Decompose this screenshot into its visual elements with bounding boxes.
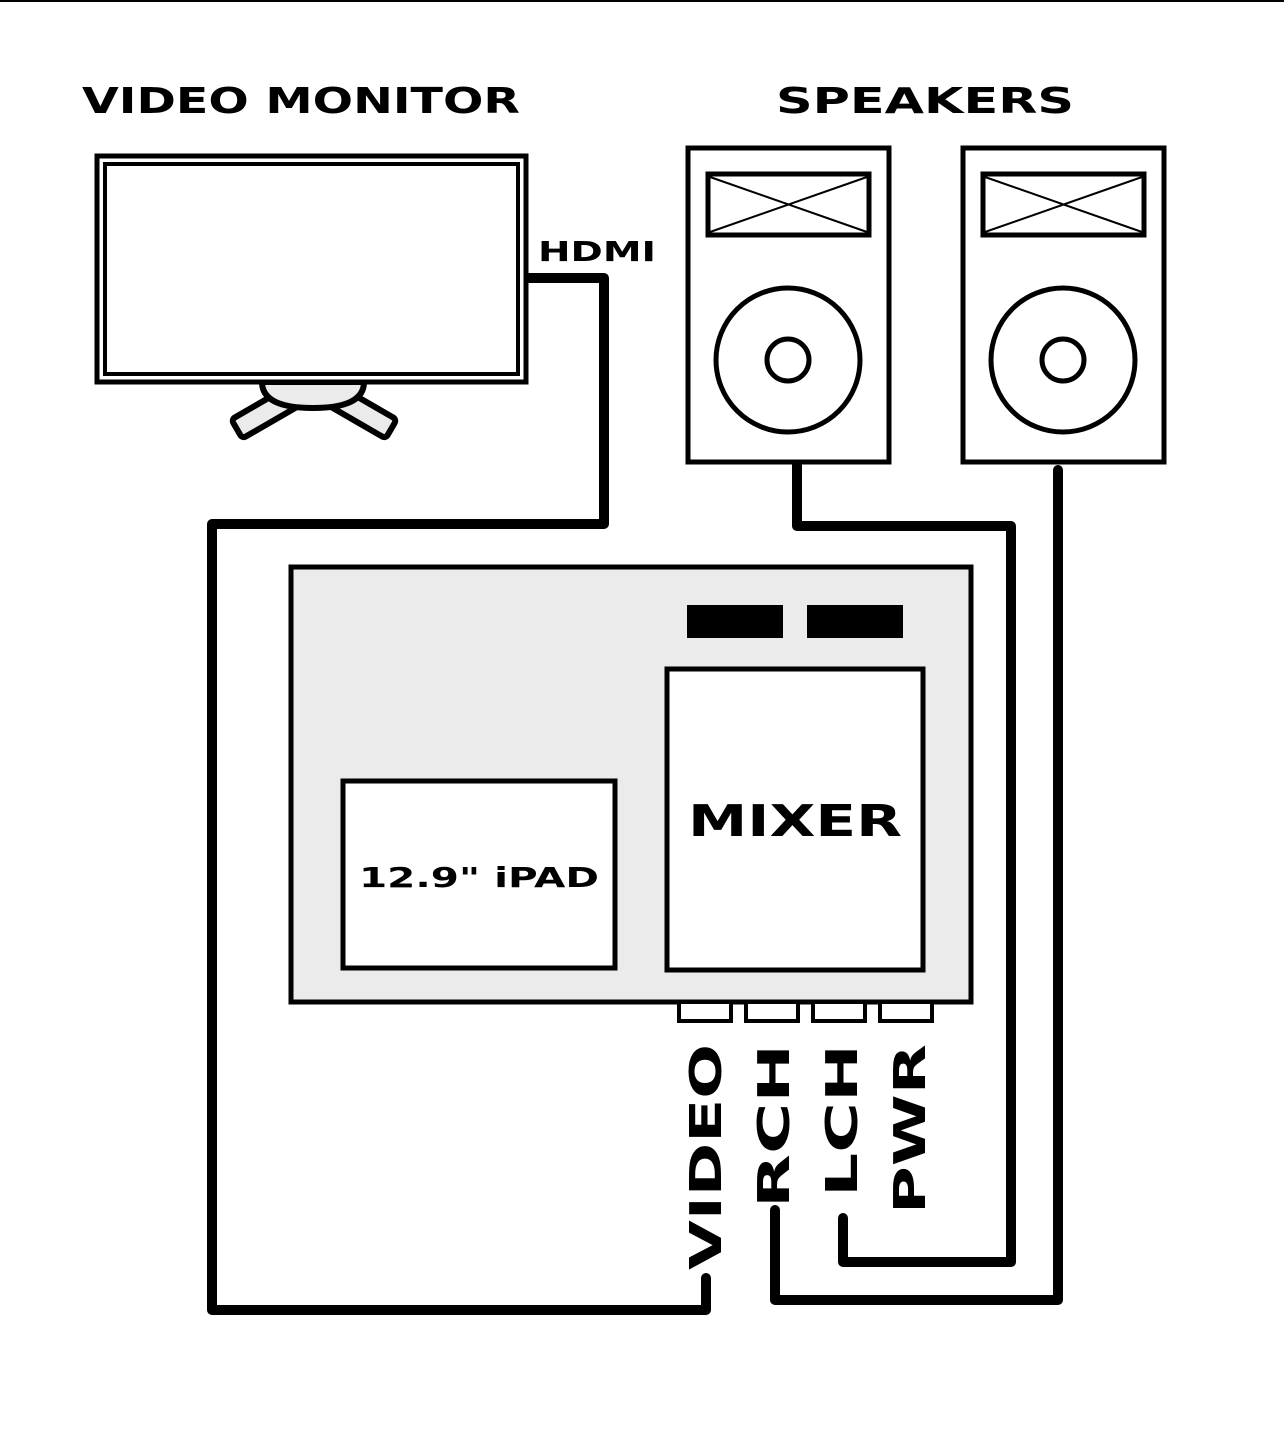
port-pwr [878,1000,934,1023]
video-monitor-heading: VIDEO MONITOR [82,81,520,122]
speaker-left-woofer [713,285,863,435]
speaker-left-tweeter [705,171,872,238]
speakers-heading: SPEAKERS [776,81,1074,122]
port-video [677,1000,733,1023]
port-rch [744,1000,800,1023]
speaker-right-woofer [988,285,1138,435]
speaker-left-cabinet [685,145,892,465]
port-label-pwr: PWR [885,1044,936,1214]
tweeter-cross-line [709,176,868,233]
mixer [664,666,926,973]
speaker-left [685,145,892,465]
ipad [340,778,618,971]
monitor-screen [103,162,520,376]
port-label-rch: RCH [749,1044,800,1208]
hdmi-label: HDMI [538,235,656,268]
speaker-right-cabinet [960,145,1167,465]
speaker-right-woofer-cap [1039,336,1087,384]
speaker-left-woofer-cap [764,336,812,384]
console-indicator-1 [687,605,783,638]
port-label-lch: LCH [817,1044,868,1197]
port-lch [811,1000,867,1023]
tweeter-cross-line [984,176,1143,233]
monitor-stand-base [259,379,367,411]
rch-cable [770,465,1063,1305]
console-panel: 12.9" iPAD MIXER [288,564,974,1023]
lch-cable [792,457,1016,1267]
speaker-right-tweeter [980,171,1147,238]
console-indicator-2 [807,605,903,638]
speaker-right [960,145,1167,465]
mixer-label: MIXER [688,796,902,847]
port-label-video: VIDEO [681,1044,732,1270]
video-monitor [94,153,529,441]
ipad-label: 12.9" iPAD [359,861,599,894]
hdmi-cable [207,273,711,1315]
